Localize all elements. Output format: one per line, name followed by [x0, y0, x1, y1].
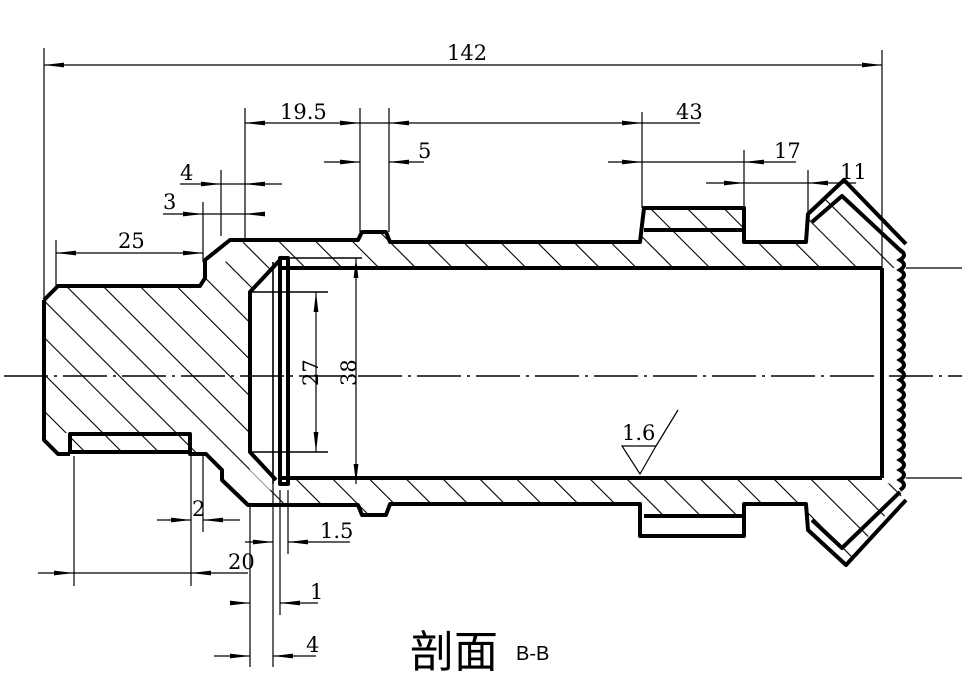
dim-17: 17: [774, 139, 801, 163]
dim-20: 20: [228, 550, 255, 574]
dim-27: 27: [299, 359, 323, 386]
left-end: [42, 300, 70, 456]
view-label: B-B: [516, 643, 549, 665]
dim-25: 25: [118, 229, 145, 253]
thread-profile: [896, 248, 906, 492]
part-outline: [42, 178, 908, 567]
dim-11: 11: [840, 160, 867, 184]
upper-wall-section: [44, 180, 906, 505]
hatched-section: [44, 180, 906, 565]
counterbore: [248, 258, 282, 482]
roughness-triangle-icon: [620, 409, 679, 476]
retaining-ring-groove: [278, 256, 290, 486]
dim-43: 43: [676, 100, 703, 124]
dimension-lines: [38, 48, 883, 667]
bottom-profile: [68, 432, 908, 567]
dim-19-5: 19.5: [280, 100, 327, 124]
top-profile: [42, 178, 908, 302]
surface-roughness-symbol: 1.6: [620, 409, 679, 476]
lower-wall-section: [245, 480, 906, 565]
dimension-labels: 142 19.5 43 5 17 11 4 3 25 27 38 2 20 1.…: [118, 41, 867, 657]
bevel-inner-bottom: [810, 490, 902, 550]
dim-1: 1: [310, 580, 323, 604]
dim-2: 2: [192, 497, 205, 521]
view-title: 剖面: [410, 627, 498, 678]
dim-4-bottom: 4: [306, 633, 319, 657]
dim-3: 3: [163, 190, 176, 214]
dim-4-top: 4: [180, 161, 193, 185]
dim-5: 5: [418, 139, 431, 163]
dim-38: 38: [337, 359, 361, 386]
dim-1-5: 1.5: [320, 519, 353, 543]
dim-overall-length: 142: [447, 41, 487, 65]
roughness-value: 1.6: [622, 421, 655, 445]
